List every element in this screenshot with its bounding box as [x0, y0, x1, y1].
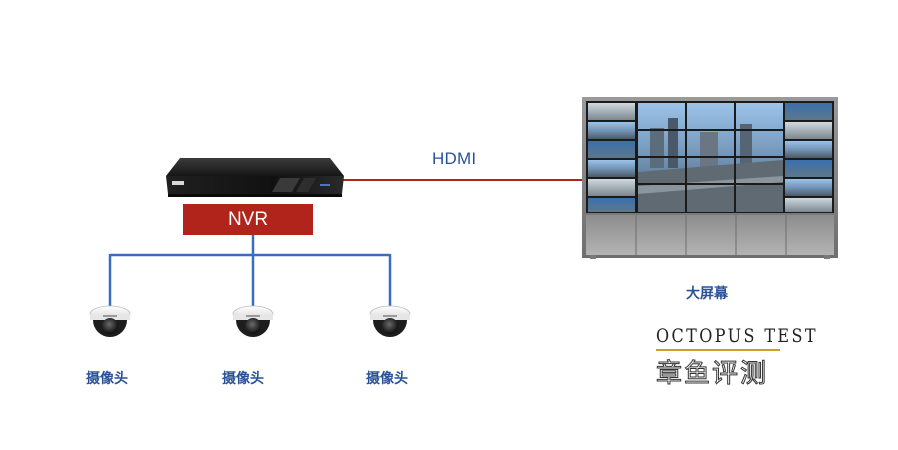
watermark-chinese: 章鱼评测: [656, 359, 769, 390]
video-wall-icon: [582, 97, 838, 259]
camera-3-icon: [369, 305, 411, 337]
camera-2-label: 摄像头: [222, 371, 264, 387]
camera-2-icon: [232, 305, 274, 337]
nvr-label: NVR: [227, 208, 269, 230]
watermark-english: OCTOPUS TEST: [656, 324, 818, 347]
camera-1-label: 摄像头: [86, 371, 128, 387]
video-wall-tiles: [588, 103, 832, 212]
nvr-device-icon: [166, 158, 344, 197]
screen-label: 大屏幕: [686, 286, 728, 302]
camera-3-label: 摄像头: [366, 371, 408, 387]
watermark-rule: [656, 349, 780, 351]
nvr-label-box: NVR: [183, 204, 313, 235]
camera-1-icon: [89, 305, 131, 337]
connector-lines: [108, 179, 586, 306]
hdmi-label: HDMI: [432, 149, 477, 168]
